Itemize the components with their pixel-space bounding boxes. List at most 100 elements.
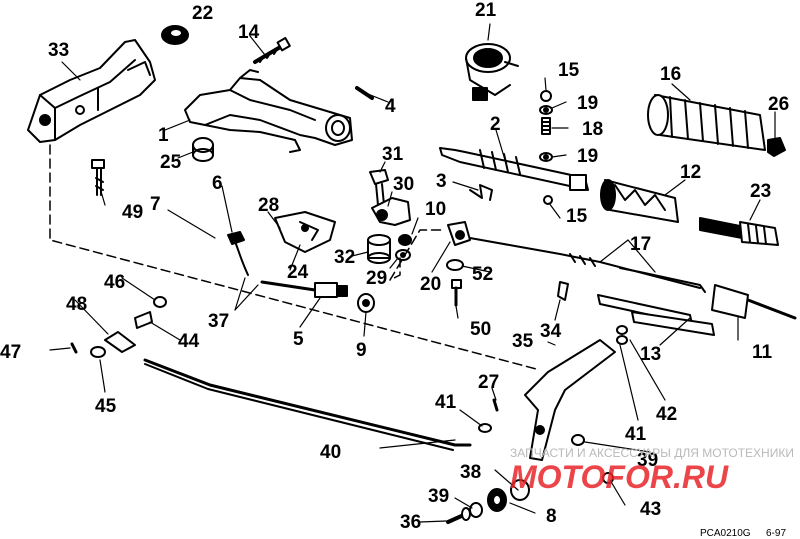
part-49-bolt [91, 159, 105, 196]
part-3-clip [469, 184, 493, 201]
label-40: 40 [320, 442, 341, 463]
part-20-block [447, 221, 471, 246]
part-39-washer-upper [571, 434, 585, 446]
label-37: 37 [208, 311, 229, 332]
label-26: 26 [768, 94, 789, 115]
figure-code: PCA0210G [700, 528, 751, 539]
part-10-nut [398, 234, 412, 246]
part-11-cylinder [711, 284, 797, 320]
label-24: 24 [287, 262, 309, 283]
watermark-logo: MOTOFOR.RU [510, 459, 729, 495]
label-4: 4 [385, 96, 396, 117]
part-40-rod [143, 358, 472, 451]
label-14: 14 [238, 22, 260, 43]
part-50-bolt [451, 279, 462, 307]
part-24-plate [274, 211, 336, 253]
part-labels: 33 22 14 21 15 16 26 19 18 19 2 4 1 25 3… [0, 0, 789, 533]
part-25-bushing [192, 137, 214, 162]
part-18-spring [541, 117, 551, 135]
label-43: 43 [640, 499, 661, 520]
label-27: 27 [478, 372, 499, 393]
part-45-washer [90, 346, 106, 358]
label-52: 52 [472, 264, 493, 285]
part-32-bushing [367, 234, 391, 264]
part-2-shaft [439, 147, 589, 191]
label-29: 29 [366, 268, 387, 289]
part-1-bracket [184, 69, 353, 153]
part-16-grip [647, 94, 766, 151]
leader-lines [49, 23, 776, 523]
part-27-pin [492, 398, 499, 412]
label-15-bottom: 15 [566, 206, 588, 227]
label-15-top: 15 [558, 60, 580, 81]
part-21-ring [465, 43, 519, 101]
label-6: 6 [212, 173, 223, 194]
part-39-washer-lower [469, 502, 483, 518]
part-6-sensor [227, 231, 249, 276]
label-39-left: 39 [428, 486, 449, 507]
label-30: 30 [393, 174, 414, 195]
label-34: 34 [540, 321, 562, 342]
label-45: 45 [95, 396, 117, 417]
part-15-ball-bottom [543, 195, 553, 205]
part-22-washer [161, 25, 189, 45]
label-17: 17 [630, 234, 651, 255]
label-36: 36 [400, 512, 421, 533]
part-52-washer [446, 259, 464, 271]
part-17-cable [469, 237, 706, 293]
label-50: 50 [470, 319, 491, 340]
part-31-bolt [369, 169, 389, 206]
label-11: 11 [752, 342, 773, 363]
label-21: 21 [475, 0, 497, 21]
label-28: 28 [258, 195, 279, 216]
label-23: 23 [750, 181, 771, 202]
label-42: 42 [656, 404, 677, 425]
label-5: 5 [293, 329, 304, 350]
label-48: 48 [66, 294, 87, 315]
part-26-cap [767, 137, 786, 157]
part-19-washer-top [539, 105, 553, 115]
label-46: 46 [104, 272, 125, 293]
part-48-clip [104, 331, 136, 353]
label-41-right: 41 [625, 424, 647, 445]
part-8-bushing [487, 488, 507, 512]
label-8: 8 [546, 506, 557, 527]
label-31: 31 [382, 144, 404, 165]
part-37-harness [260, 280, 348, 298]
part-30-bracket [371, 197, 411, 226]
part-46-nut [153, 296, 167, 308]
label-38: 38 [460, 462, 481, 483]
label-19-top: 19 [577, 93, 598, 114]
part-38-bushing [510, 479, 530, 501]
part-44-link [134, 311, 153, 329]
label-20: 20 [420, 274, 441, 295]
label-16: 16 [660, 64, 681, 85]
part-19-washer-bottom [539, 152, 553, 162]
label-9: 9 [356, 340, 367, 361]
part-35-lever [524, 339, 616, 461]
part-15-ball-top [540, 90, 552, 102]
label-13: 13 [640, 344, 661, 365]
part-34-clip [557, 281, 569, 301]
dashed-assembly-lines [49, 144, 541, 371]
part-36-bolt [446, 507, 471, 524]
label-3: 3 [436, 171, 447, 192]
part-9-nut [357, 293, 375, 313]
label-35: 35 [512, 331, 534, 352]
part-41-washer-right [616, 335, 628, 345]
label-18: 18 [582, 119, 603, 140]
part-12-sleeve [600, 179, 679, 223]
label-12: 12 [680, 162, 701, 183]
part-23-throttle [699, 217, 779, 246]
watermark: ЗАПЧАСТИ И АКСЕССУАРЫ ДЛЯ МОТОТЕХНИКИ MO… [510, 446, 794, 495]
part-33-bracket [27, 39, 156, 143]
figure-date: 6-97 [766, 528, 786, 539]
label-22: 22 [192, 3, 213, 24]
watermark-tagline: ЗАПЧАСТИ И АКСЕССУАРЫ ДЛЯ МОТОТЕХНИКИ [510, 446, 794, 460]
label-49: 49 [122, 202, 143, 223]
label-7: 7 [150, 194, 161, 215]
part-42-bushing [616, 325, 628, 335]
label-41-left: 41 [435, 392, 457, 413]
label-2: 2 [490, 114, 501, 135]
